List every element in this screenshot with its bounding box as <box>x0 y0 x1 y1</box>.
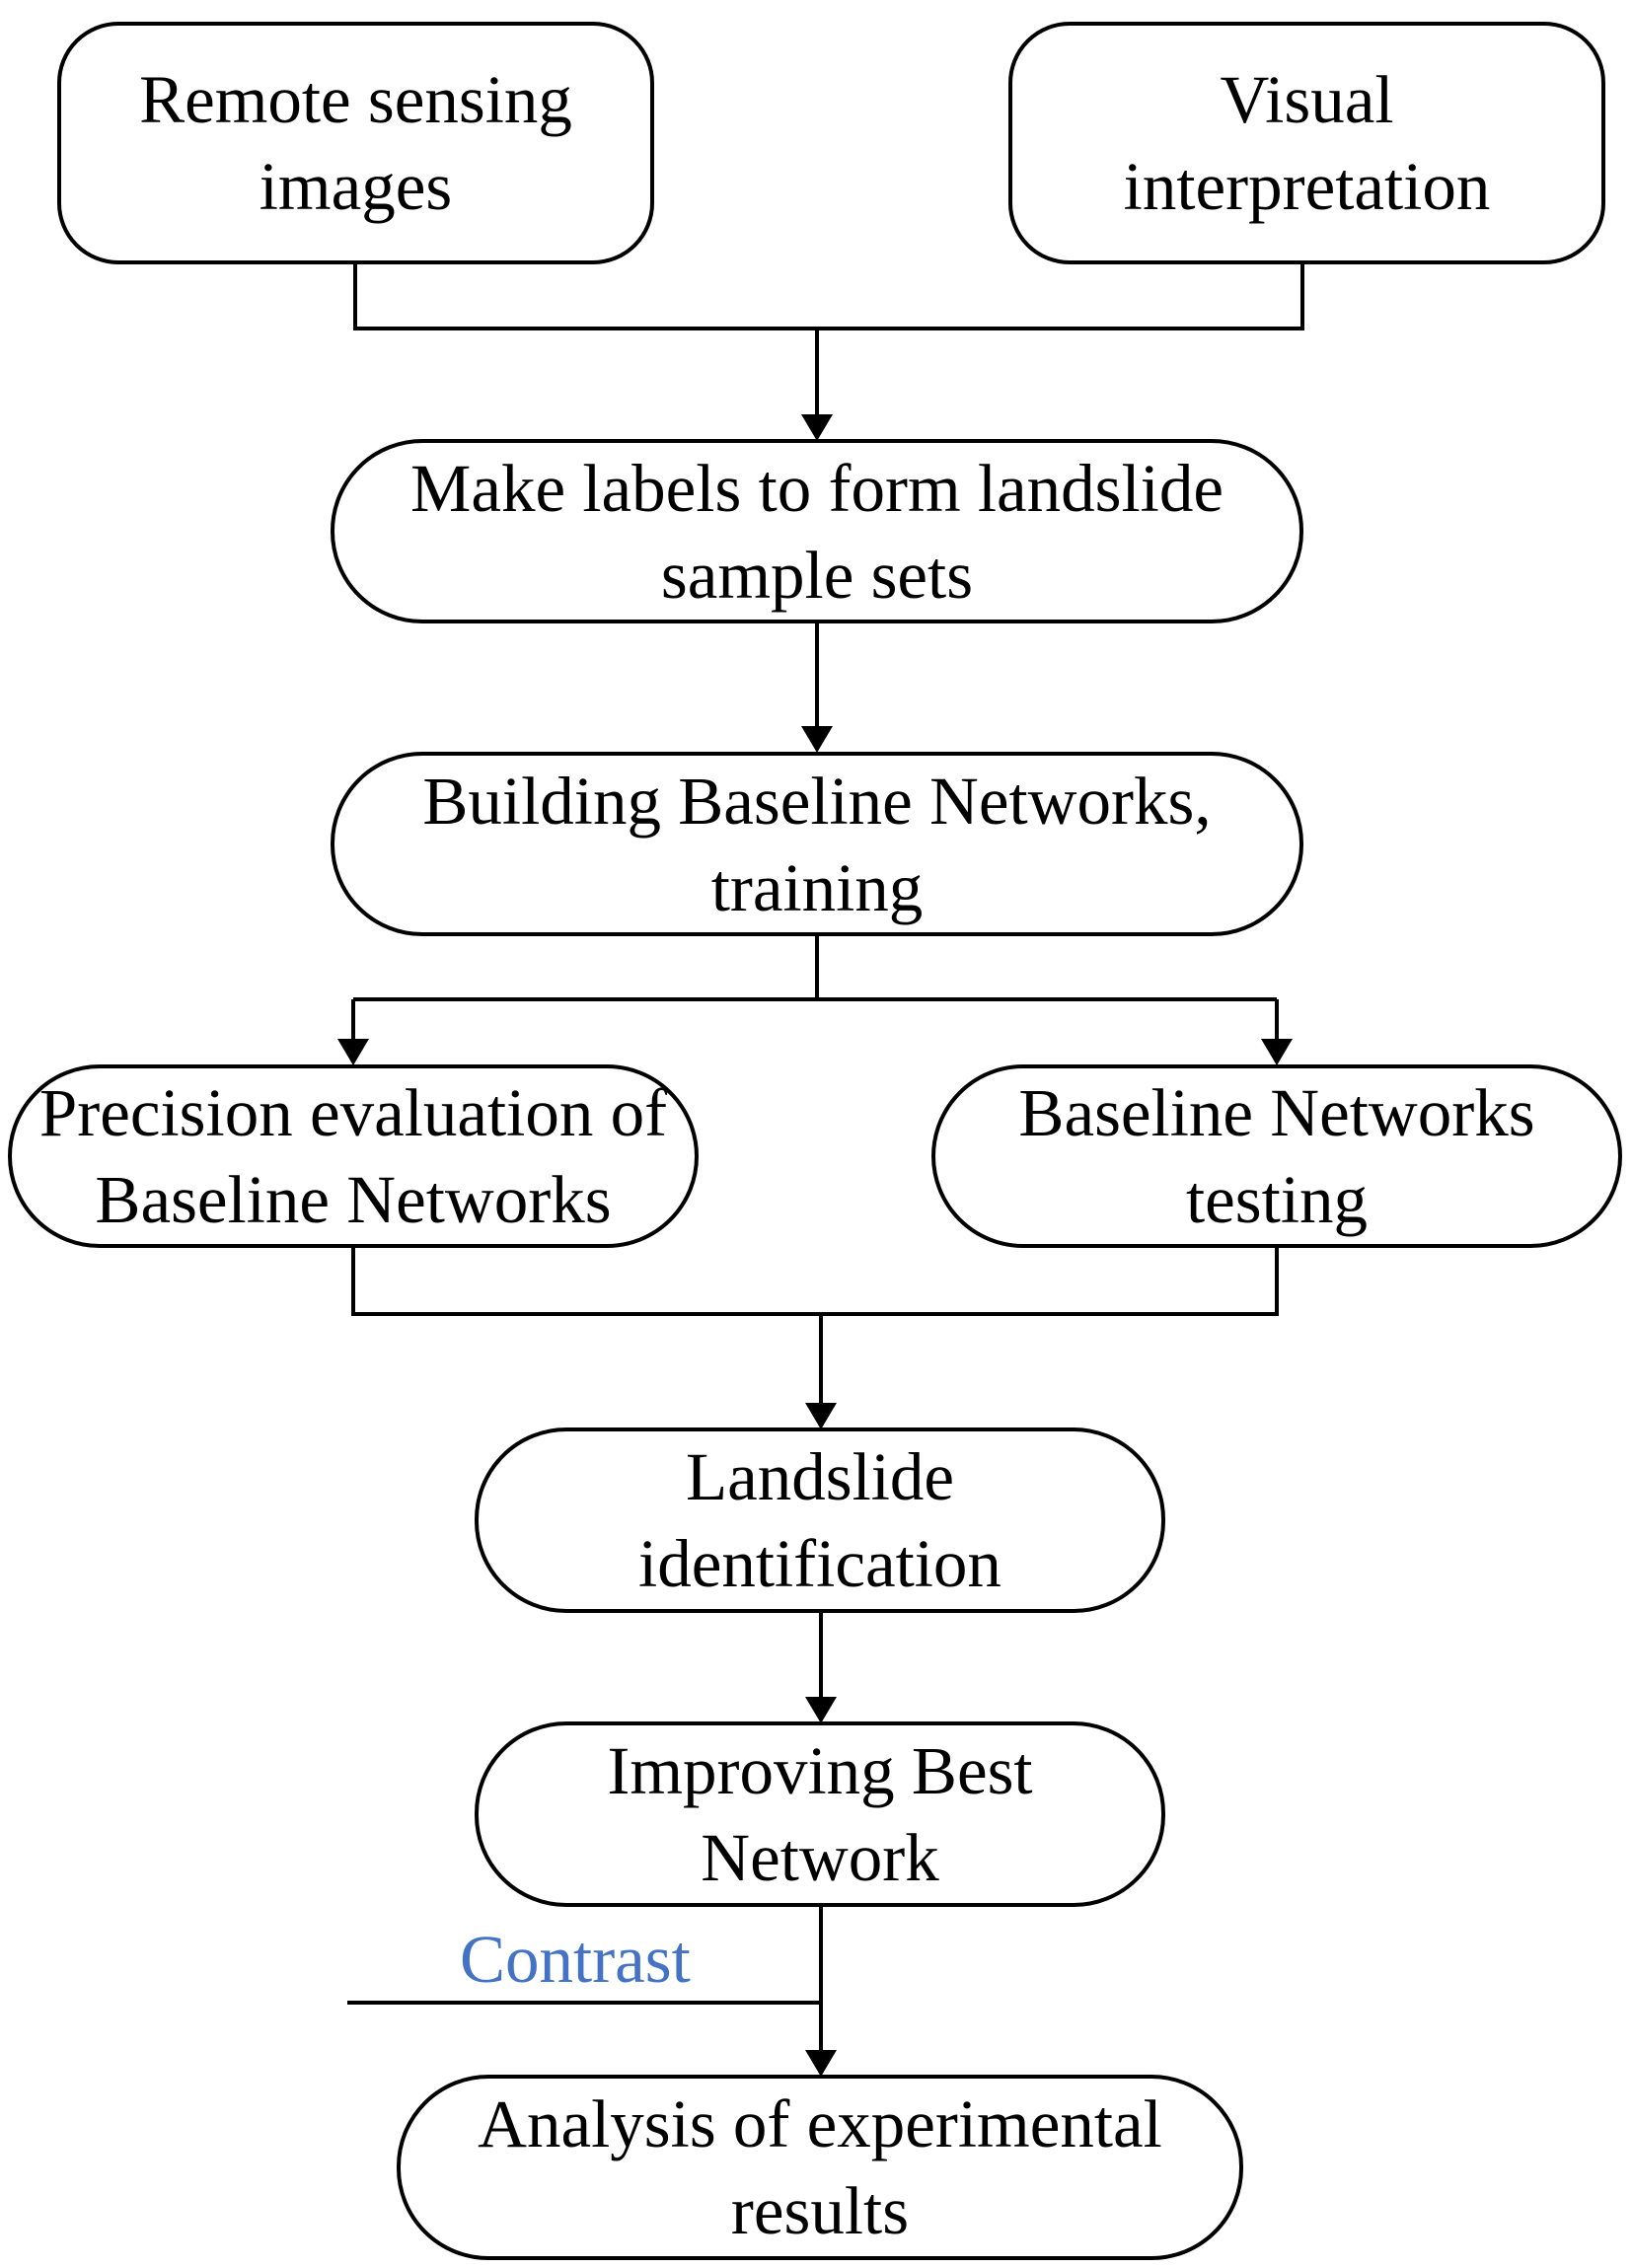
node-precision-evaluation: Precision evaluation of Baseline Network… <box>8 1064 699 1248</box>
contrast-label: Contrast <box>460 1922 691 1997</box>
connector-lower-merge <box>351 1246 1279 1316</box>
node-label: Remote sensing images <box>139 62 572 224</box>
node-label: Make labels to form landslide sample set… <box>410 450 1224 613</box>
node-improving-best-network: Improving Best Network <box>475 1721 1165 1907</box>
node-label: Improving Best Network <box>607 1733 1033 1895</box>
arrowhead-to-labels <box>801 414 833 441</box>
arrowhead-to-precision <box>337 1039 369 1065</box>
arrowhead-to-improving <box>805 1697 837 1723</box>
node-label: Building Baseline Networks, training <box>422 763 1212 925</box>
node-label: Baseline Networks testing <box>1018 1075 1535 1237</box>
node-label: Landslide identification <box>638 1439 1001 1601</box>
node-label: Visual interpretation <box>1123 62 1491 224</box>
node-baseline-networks-testing: Baseline Networks testing <box>931 1064 1622 1248</box>
node-label: Analysis of experimental results <box>478 2086 1162 2248</box>
node-analysis-of-experimental-results: Analysis of experimental results <box>397 2075 1243 2260</box>
arrowhead-to-building <box>801 726 833 753</box>
node-landslide-identification: Landslide identification <box>475 1427 1165 1613</box>
node-make-labels: Make labels to form landslide sample set… <box>331 439 1303 623</box>
connector-top-merge <box>353 262 1304 330</box>
node-remote-sensing-images: Remote sensing images <box>57 22 654 264</box>
node-label: Precision evaluation of Baseline Network… <box>38 1075 668 1237</box>
arrowhead-to-analysis <box>805 2050 837 2077</box>
arrowhead-to-identification <box>805 1403 837 1429</box>
node-building-baseline-networks: Building Baseline Networks, training <box>331 752 1303 936</box>
arrowhead-to-testing <box>1261 1039 1293 1065</box>
node-visual-interpretation: Visual interpretation <box>1008 22 1605 264</box>
